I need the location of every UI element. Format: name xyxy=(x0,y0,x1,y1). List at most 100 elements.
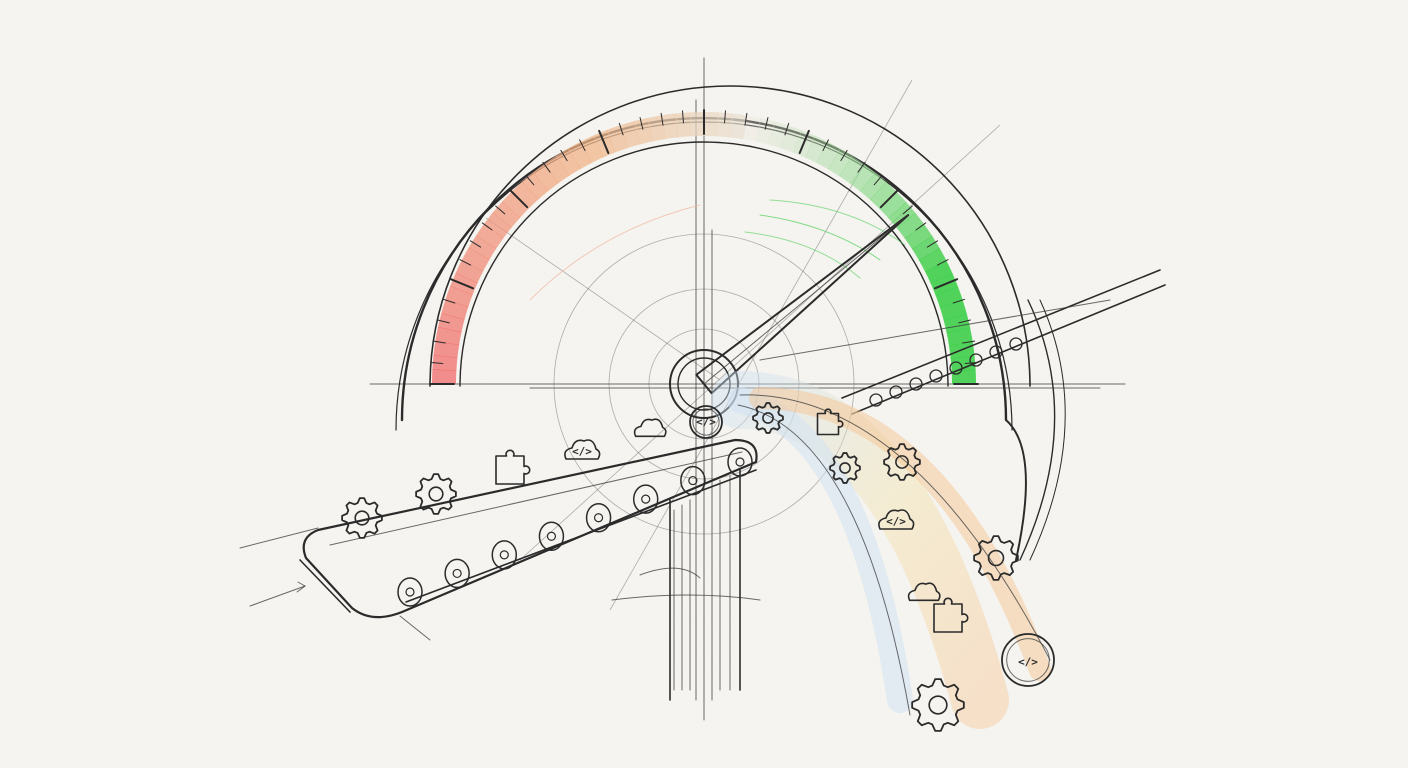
gauge-band-segment xyxy=(501,191,530,219)
gauge-tick xyxy=(822,139,829,152)
gauge-band-segment xyxy=(879,191,907,219)
cloud-icon xyxy=(907,582,941,602)
rear-roller xyxy=(929,369,943,383)
gauge-tick xyxy=(437,319,450,324)
rear-roller xyxy=(909,377,923,391)
gauge-band-segment xyxy=(568,141,592,170)
output-stream: </> </> xyxy=(711,371,1055,732)
rear-roller xyxy=(989,345,1003,359)
gauge-band-segment xyxy=(633,117,654,145)
gear-icon xyxy=(829,452,861,484)
gauge-tick xyxy=(579,139,586,152)
gauge-band-segment xyxy=(555,148,581,177)
code-badge-icon: </> xyxy=(689,405,723,439)
code-badge-icon: </> xyxy=(1001,633,1055,687)
gauge-tick xyxy=(933,278,959,290)
gear-icon xyxy=(911,678,965,732)
gear-icon xyxy=(415,473,457,515)
gauge-tick xyxy=(873,175,883,186)
gauge-tick xyxy=(560,149,568,162)
gear-icon xyxy=(883,443,921,481)
gauge-band-segment xyxy=(689,112,705,137)
gauge-band-segment xyxy=(816,141,841,170)
gauge-tick xyxy=(958,319,971,324)
gauge-tick xyxy=(442,298,456,304)
gauge-band-segment xyxy=(768,121,789,149)
rear-roller xyxy=(889,385,903,399)
gauge-tick xyxy=(936,259,949,266)
gauge-tick xyxy=(481,222,493,231)
gauge-band-segment xyxy=(432,369,457,384)
gauge-band-segment xyxy=(433,340,460,359)
gauge-band-segment xyxy=(475,223,504,249)
gauge-tick xyxy=(618,122,624,136)
gauge-band-segment xyxy=(939,299,967,321)
gauge-band-segment xyxy=(849,163,876,192)
rear-roller xyxy=(1009,337,1023,351)
gauge-tick xyxy=(449,278,475,290)
gauge xyxy=(395,85,1066,561)
code-glyph: </> xyxy=(696,416,716,429)
gauge-band-segment xyxy=(804,135,829,164)
gauge-band-segment xyxy=(532,163,559,192)
gauge-tick xyxy=(962,340,976,344)
gauge-tick xyxy=(682,110,684,124)
gauge-band-segment xyxy=(544,155,570,184)
belt-roller xyxy=(632,484,659,514)
rear-roller xyxy=(869,393,883,407)
gauge-band-segment xyxy=(619,121,641,149)
code-cloud-icon: </> xyxy=(564,439,601,460)
gauge-band-segment xyxy=(716,112,734,138)
belt-roller xyxy=(491,540,518,570)
gauge-tick xyxy=(857,161,866,173)
conveyor-belt: </> </> xyxy=(239,405,758,701)
gauge-band-segment xyxy=(468,235,497,260)
gauge-tick xyxy=(459,259,472,266)
gauge-band-segment xyxy=(918,248,947,272)
gauge-band-segment xyxy=(742,115,762,142)
gauge-tick xyxy=(639,117,644,130)
gauge-tick xyxy=(495,205,506,215)
belt-support xyxy=(669,469,741,701)
code-cloud-icon: </> xyxy=(878,509,915,530)
gauge-band-segment xyxy=(661,113,679,140)
gauge-tick xyxy=(784,122,790,136)
puzzle-piece-icon xyxy=(495,449,531,485)
gauge-color-band xyxy=(432,112,976,385)
belt-roller xyxy=(397,577,423,607)
gauge-tick xyxy=(525,175,535,186)
gauge-band-segment xyxy=(435,326,462,346)
gauge-band-segment xyxy=(860,172,887,201)
gauge-band-segment xyxy=(492,201,521,228)
gauge-band-segment xyxy=(755,117,776,145)
gauge-band-segment xyxy=(729,113,748,140)
gauge-band-segment xyxy=(675,112,692,138)
belt-top xyxy=(302,438,758,619)
gauge-tick xyxy=(915,222,927,231)
rear-roller xyxy=(949,361,963,375)
gauge-needle xyxy=(695,214,910,395)
belt-roller xyxy=(538,521,565,552)
puzzle-piece-icon xyxy=(933,597,969,633)
gauge-tick xyxy=(926,240,939,248)
gauge-band-segment xyxy=(432,354,458,372)
gauge-band-segment xyxy=(924,260,953,284)
gauge-band-segment xyxy=(839,155,865,184)
gauge-tick xyxy=(840,149,848,162)
gauge-band-segment xyxy=(943,313,971,334)
gauge-band-segment xyxy=(828,148,853,177)
code-glyph: </> xyxy=(572,445,592,458)
gauge-band-segment xyxy=(455,259,484,284)
belt-roller xyxy=(444,558,470,589)
gauge-band-segment xyxy=(483,212,512,239)
gauge-band-segment xyxy=(904,224,933,250)
gauge-band-segment xyxy=(869,181,897,210)
construction-lines xyxy=(249,57,1126,721)
gauge-ticks xyxy=(429,109,979,385)
gauge-tick xyxy=(469,240,482,248)
gauge-tick xyxy=(432,340,446,344)
gear-icon xyxy=(341,497,383,539)
belt-roller xyxy=(680,465,706,496)
gauge-tick xyxy=(902,205,913,215)
